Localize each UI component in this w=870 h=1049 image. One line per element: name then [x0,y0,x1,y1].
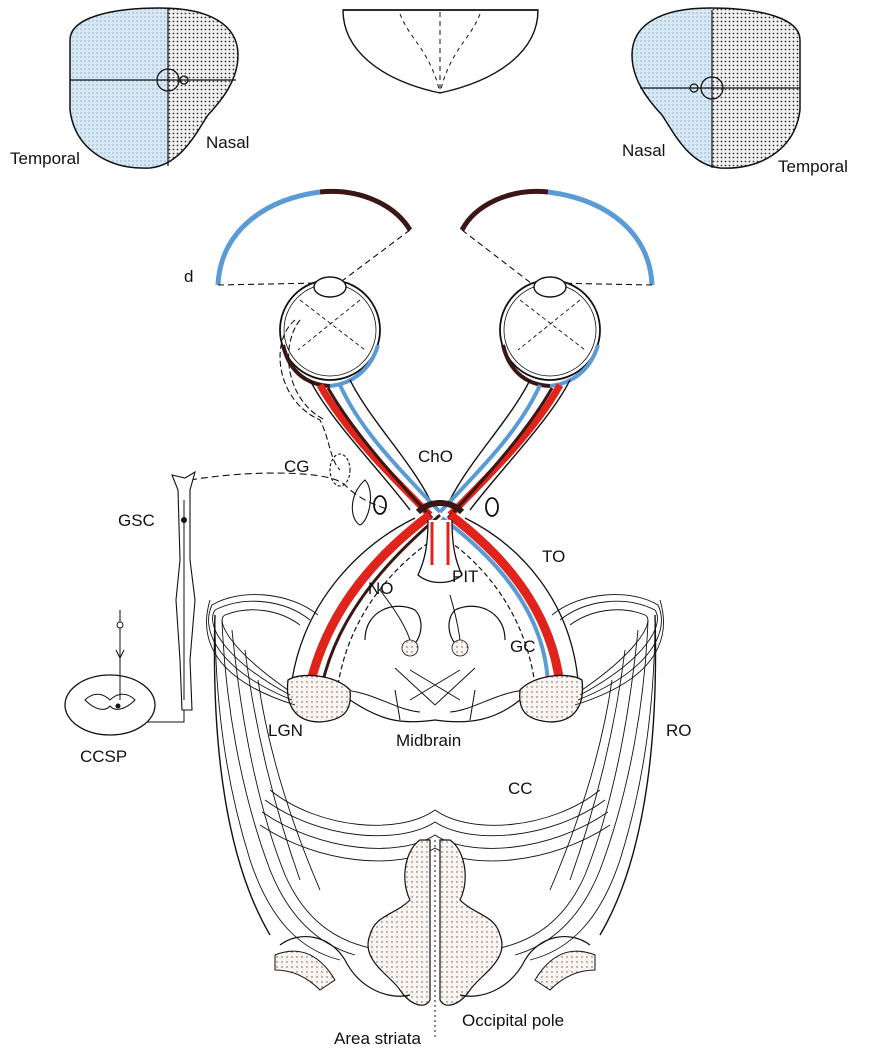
label-midbrain: Midbrain [396,732,461,749]
right-eye [500,277,600,386]
occipital-cortex [275,840,595,1040]
label-temporal-left: Temporal [10,150,80,167]
binocular-field [343,10,538,93]
label-ro: RO [666,722,692,739]
label-to: TO [542,548,565,565]
label-gc: GC [510,638,536,655]
label-area-striata: Area striata [334,1030,421,1047]
label-ccsp: CCSP [80,748,127,765]
label-cg: CG [284,458,310,475]
label-temporal-right: Temporal [778,158,848,175]
label-d: d [184,268,193,285]
label-nasal-left: Nasal [206,134,249,151]
label-cho: ChO [418,448,453,465]
lgn-nuclei [287,675,582,722]
left-visual-field [60,0,258,180]
right-field-arc [462,191,652,290]
label-no: NO [368,580,394,597]
label-lgn: LGN [268,722,303,739]
left-field-arc [218,191,410,290]
midbrain-region [340,590,530,722]
label-gsc: GSC [118,512,155,529]
label-nasal-right: Nasal [622,142,665,159]
label-pit: PIT [452,568,478,585]
left-eye [280,277,380,386]
label-cc: CC [508,780,533,797]
label-occipital-pole: Occipital pole [462,1012,564,1029]
